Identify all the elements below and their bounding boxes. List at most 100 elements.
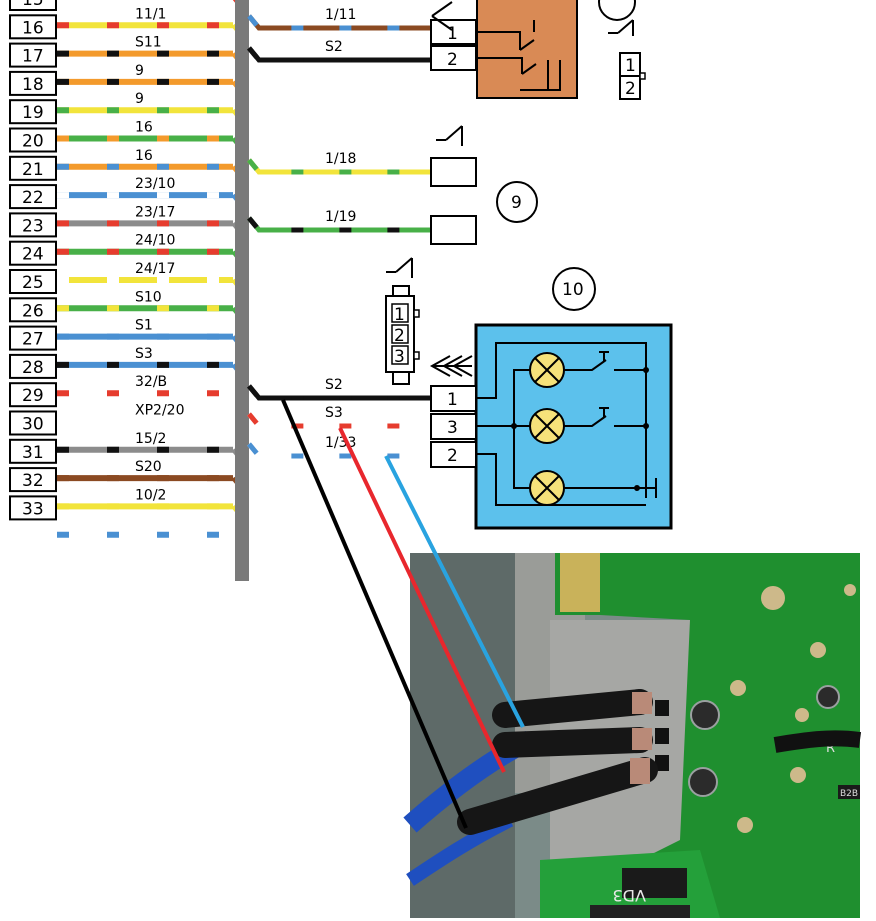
harness-wire-label: S3 [325,405,343,421]
wire-label: 24/17 [135,261,175,277]
capacitor-2 [688,767,718,797]
top-pin-2-box [430,45,477,71]
wire-label: S10 [135,289,162,305]
junction-dot-3 [643,423,649,429]
wire-label: XP2/20 [135,403,184,419]
pin-number: 28 [22,358,44,378]
harness-bundle [235,0,249,581]
chip-vd3 [622,868,687,898]
wire-label: 24/10 [135,233,175,249]
pin-number-box [9,467,57,493]
heatshrink-2 [492,727,653,758]
pcb-photo: B2B R VD3 [403,553,862,918]
harness-wire-stripe [247,442,431,459]
socket-9-fork-icon [436,125,463,146]
overlay-line-black [281,399,468,829]
pin-10-2-label: 2 [447,446,458,466]
component-9-id: 9 [511,193,522,213]
pin-number-box [9,184,57,210]
pcb-edge-tab [560,553,600,612]
overlay-lines [281,399,525,829]
terminal-1-19 [430,215,477,245]
smd-component-2 [655,728,669,744]
wire-label: 16 [135,120,153,136]
top-plug-pin-2: 2 [625,79,636,99]
pin-number-box [9,0,57,11]
mounting-hole-1 [761,586,785,610]
chip-vd3-label: VD3 [613,886,646,905]
plug-10-pin-2: 2 [394,326,405,346]
pin-row: 28 S3 [9,346,243,379]
solder-pad-4 [795,708,809,722]
solder-pad-3 [737,817,753,833]
board-marking: R [826,741,835,756]
wire-label: S11 [135,35,162,51]
harness-wire-stripe [247,14,431,31]
solder-joint-2 [632,728,652,750]
plug-10-pin-box-2 [391,324,409,344]
pin-row: 32 S20 [9,459,243,493]
top-component: 1 2 1 2 [430,0,646,100]
wire-label: 9 [135,63,144,79]
wire-label: S3 [135,346,153,362]
plug-10-pin-box-1 [391,303,409,323]
wire-label: 11/1 [135,6,166,22]
harness-wire-stripe [247,412,431,429]
black-cable-right [773,730,862,753]
wire-label: S1 [135,318,153,334]
chip-bottom [590,905,690,918]
pin-row: 189 [9,63,243,96]
pcb-board [555,553,860,918]
plug-10-bottom-cap [392,371,410,385]
lamp-3-icon [529,470,565,506]
harness-wire: S3 [247,405,431,429]
pin-number-box [9,14,57,40]
component-10-id: 10 [562,280,584,300]
pin-number: 16 [22,18,44,38]
pin-number: 33 [22,499,44,519]
pin-number-box [9,269,57,294]
plug-10-tab-b [413,351,420,360]
mounting-hole-3 [844,584,856,596]
pin-number-box [9,212,57,238]
pin-number: 32 [22,471,44,491]
plug-10-pin-3: 3 [394,347,405,367]
wire-label: 23/10 [135,176,175,192]
harness-wire-stripe [247,384,431,401]
harness-wire-label: S2 [325,377,343,393]
pin-number-box [9,438,57,464]
pin-10-1-label: 1 [447,390,458,410]
top-plug-fork-icon [608,19,634,36]
solder-pad-2 [790,767,806,783]
pin-number-box [9,382,57,408]
lamp-1-icon [529,352,565,388]
harness-wire-stripe [247,46,431,63]
harness-wire-label: 1/18 [325,151,356,167]
pin-number-box [9,155,57,181]
smd-resistor-label: B2B [840,789,858,799]
pin-number-box [9,99,57,125]
wire-label: 15/2 [135,431,166,447]
wire-label: S20 [135,459,162,475]
top-plug-pin-1: 1 [625,56,636,76]
harness-wire-stripe [247,158,431,175]
plug-10-pin-1: 1 [394,305,405,325]
pin-number: 31 [22,443,44,463]
harness-wire-label: 1/19 [325,209,356,225]
top-socket-symbol [431,1,453,31]
harness-wire: S2 [247,377,431,401]
heatshrink-1 [492,689,653,728]
harness-wire: 1/33 [247,435,431,459]
pin-number-box [9,70,57,96]
pin-number: 25 [22,273,44,293]
smd-resistor [838,785,860,799]
pin-row: 199 [9,91,243,125]
plug-10-pin-box-3 [391,345,409,365]
pin-row: 16 11/1 [9,6,243,40]
pin-number-box [9,495,57,521]
overlay-line-red [338,427,506,773]
